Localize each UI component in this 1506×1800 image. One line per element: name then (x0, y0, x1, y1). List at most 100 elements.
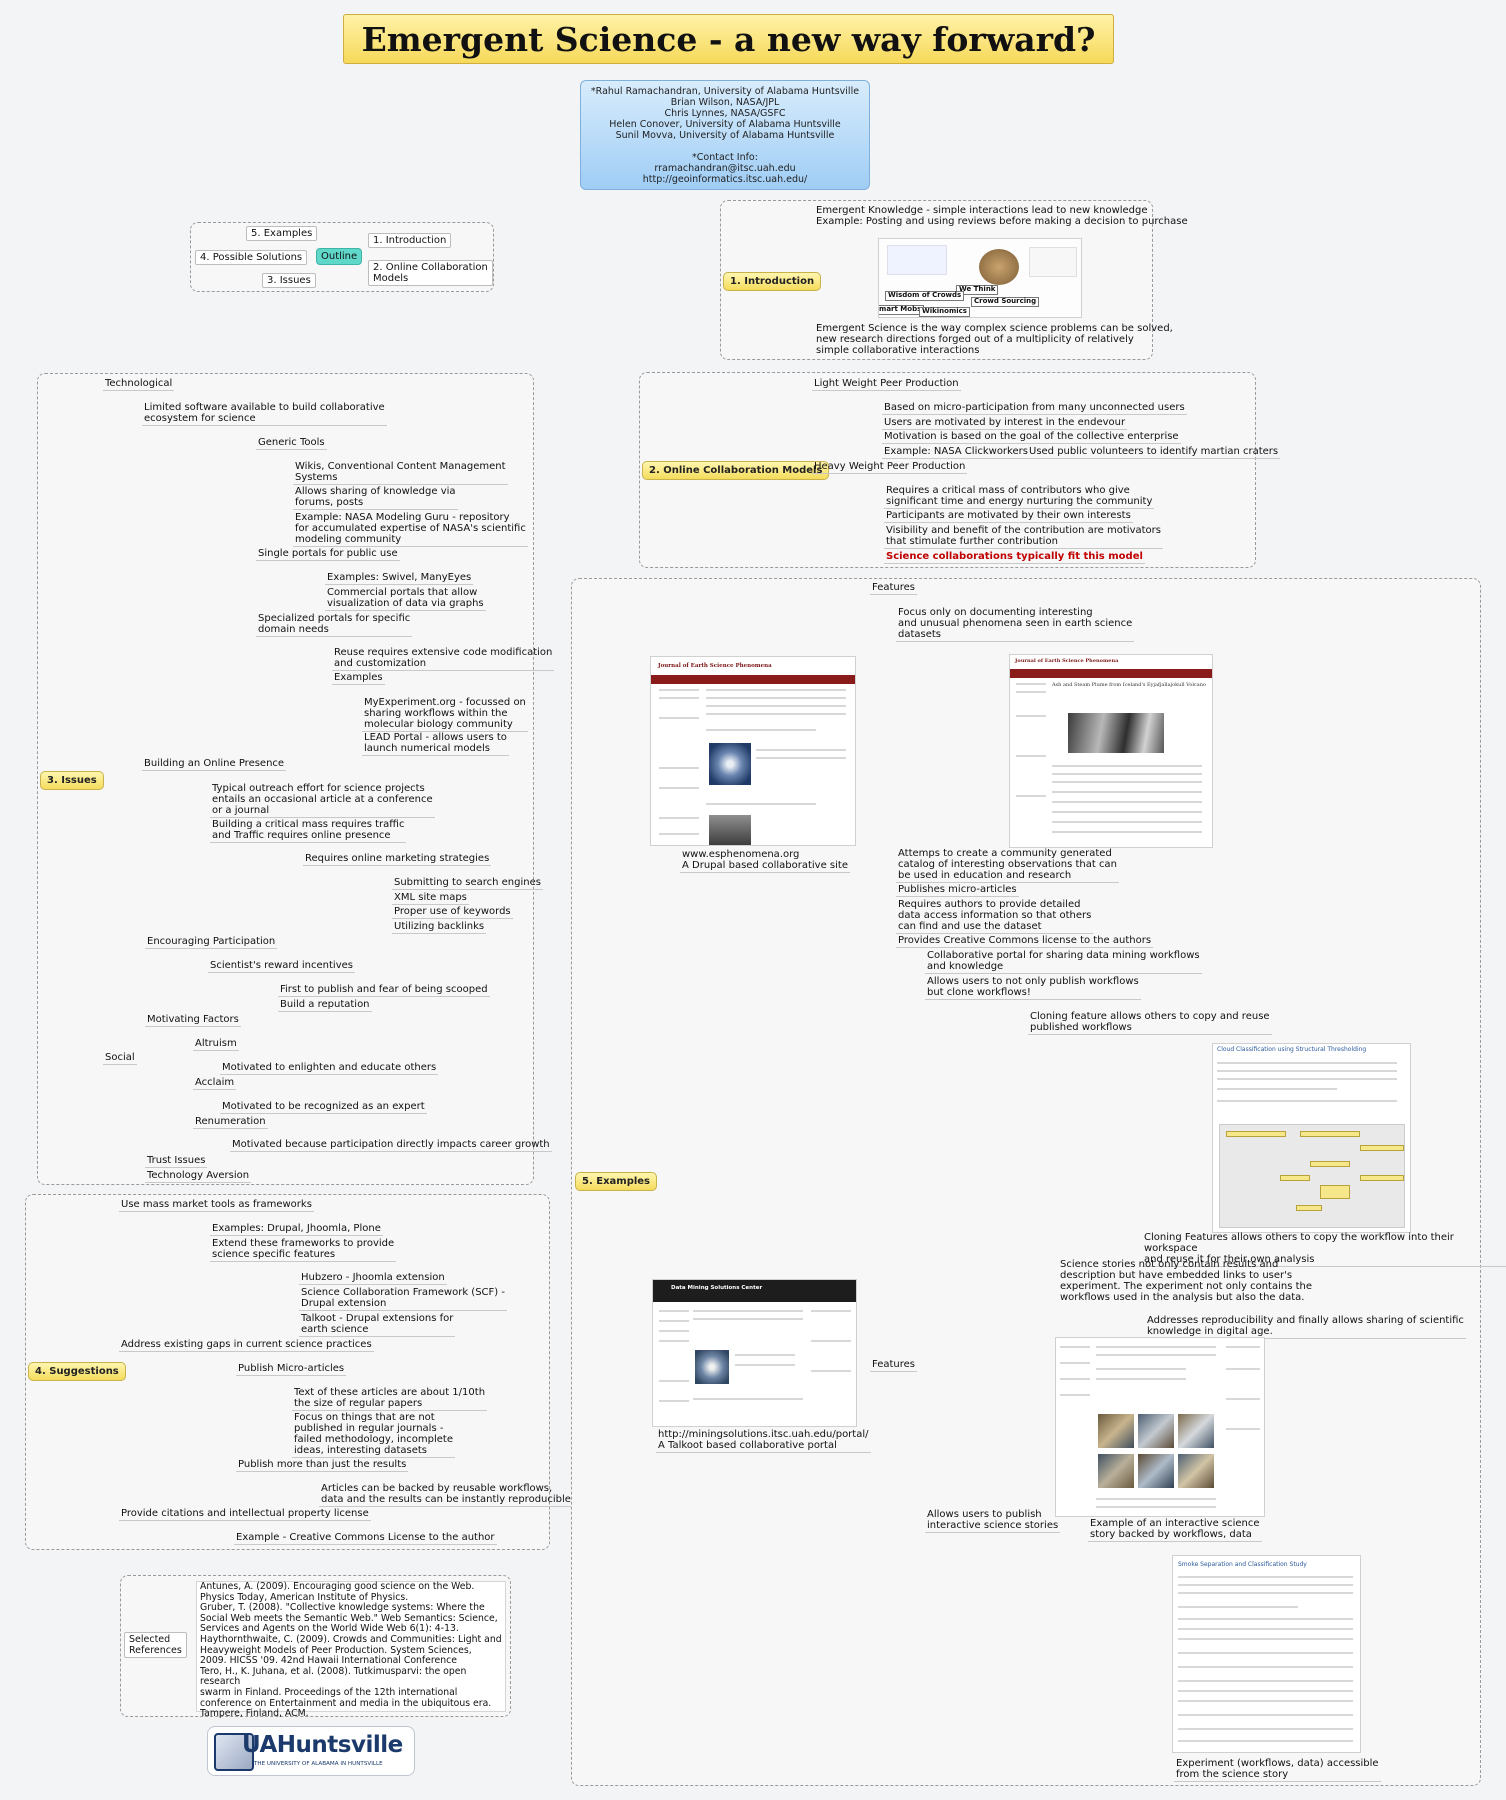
f2-item-1: Collaborative portal for sharing data mi… (925, 950, 1202, 974)
motivating-altruism: Altruism (193, 1038, 239, 1051)
focus-phenomena: Focus only on documenting interesting an… (896, 607, 1135, 642)
single-item-1: Examples: Swivel, ManyEyes (325, 572, 474, 585)
outline-center[interactable]: Outline (316, 248, 363, 265)
science-story-screenshot (1055, 1337, 1265, 1517)
social-motivating: Motivating Factors (145, 1014, 241, 1027)
hurricane-thumbnail (709, 743, 751, 785)
heavy-weight-peer-production: Heavy Weight Peer Production (812, 461, 968, 474)
light-weight-peer-production: Light Weight Peer Production (812, 378, 961, 391)
uah-logo: UAHuntsville THE UNIVERSITY OF ALABAMA I… (207, 1726, 415, 1776)
f1-item-3: Requires authors to provide detailed dat… (896, 899, 1094, 934)
reproducibility: Addresses reproducibility and finally al… (1145, 1315, 1466, 1339)
extension-3: Talkoot - Drupal extensions for earth sc… (299, 1313, 456, 1337)
outline-item-examples[interactable]: 5. Examples (246, 226, 318, 241)
reward-item-1: First to publish and fear of being scoop… (278, 984, 490, 997)
issue-limited-software: Limited software available to build coll… (142, 402, 387, 426)
heavy-item-1: Requires a critical mass of contributors… (884, 485, 1155, 509)
logo-emblem (214, 1733, 254, 1771)
volcano-article-screenshot: Journal of Earth Science Phenomena Ash a… (1009, 654, 1213, 848)
reward-item-2: Build a reputation (278, 999, 372, 1012)
acclaim-item: Motivated to be recognized as an expert (220, 1101, 427, 1114)
citations-item: Example - Creative Commons License to th… (234, 1532, 497, 1545)
references-text: Antunes, A. (2009). Encouraging good sci… (196, 1581, 506, 1719)
cloud-classification-screenshot: Cloud Classification using Structural Th… (1212, 1043, 1411, 1233)
cloning-caption: Cloning Features allows others to copy t… (1142, 1232, 1506, 1267)
author-5: Sunil Movva, University of Alabama Hunts… (615, 130, 835, 141)
hamster-image (979, 249, 1019, 285)
topic-suggestions[interactable]: 4. Suggestions (28, 1362, 126, 1381)
generic-item-2: Allows sharing of knowledge via forums, … (293, 486, 458, 510)
heavy-item-3: Visibility and benefit of the contributi… (884, 525, 1163, 549)
online-item-2: Building a critical mass requires traffi… (210, 819, 407, 843)
suggest-mass-market: Use mass market tools as frameworks (119, 1199, 314, 1212)
author-4: Helen Conover, University of Alabama Hun… (609, 119, 841, 130)
f1-item-2: Publishes micro-articles (896, 884, 1019, 897)
label-crowd-sourcing: Crowd Sourcing (971, 297, 1040, 307)
author-1: *Rahul Ramachandran, University of Alaba… (590, 86, 860, 97)
logo-subtitle: THE UNIVERSITY OF ALABAMA IN HUNTSVILLE (254, 1761, 383, 1767)
mining-solutions-caption[interactable]: http://miningsolutions.itsc.uah.edu/port… (656, 1429, 871, 1453)
logo-name: UAHuntsville (242, 1732, 403, 1758)
volcano-satellite-image (1068, 713, 1164, 753)
suggest-micro: Publish Micro-articles (236, 1363, 347, 1376)
issue-specialized-portals: Specialized portals for specific domain … (256, 613, 413, 637)
experiment-caption: Experiment (workflows, data) accessible … (1174, 1758, 1381, 1782)
volcano-thumbnail (709, 815, 751, 845)
references-label: Selected References (124, 1632, 187, 1658)
topic-introduction[interactable]: 1. Introduction (723, 272, 822, 291)
altruism-item: Motivated to enlighten and educate other… (220, 1062, 439, 1075)
mining-header: Data Mining Solutions Center (671, 1285, 763, 1291)
outline-item-models[interactable]: 2. Online Collaboration Models (368, 260, 493, 286)
issue-technological: Technological (103, 378, 175, 391)
contact-email[interactable]: rramachandran@itsc.uah.edu (654, 163, 796, 174)
issues-box (37, 373, 534, 1185)
issue-generic-tools: Generic Tools (256, 437, 327, 450)
label-we-think: We Think (956, 285, 999, 295)
topic-online-collaboration-models[interactable]: 2. Online Collaboration Models (642, 461, 830, 480)
specialized-example-1: MyExperiment.org - focussed on sharing w… (362, 697, 528, 732)
mass-item-1: Examples: Drupal, Jhoomla, Plone (210, 1223, 383, 1236)
outline-item-solutions[interactable]: 4. Possible Solutions (195, 250, 308, 265)
authors-box: *Rahul Ramachandran, University of Alaba… (580, 80, 870, 190)
volcano-article-title: Ash and Steam Plume from Iceland's Eyjaf… (1052, 682, 1206, 688)
suggest-citations: Provide citations and intellectual prope… (119, 1508, 371, 1521)
generic-item-1: Wikis, Conventional Content Management S… (293, 461, 508, 485)
motivating-renumeration: Renumeration (193, 1116, 268, 1129)
light-item-4: Example: NASA Clickworkers (882, 446, 1030, 459)
wisdom-of-crowds-image: We Think Crowd Sourcing Wisdom of Crowds… (878, 238, 1082, 318)
mass-item-2: Extend these frameworks to provide scien… (210, 1238, 397, 1262)
outline-item-introduction[interactable]: 1. Introduction (368, 233, 452, 248)
poster-title-box: Emergent Science - a new way forward? (343, 14, 1114, 64)
generic-item-3: Example: NASA Modeling Guru - repository… (293, 512, 528, 547)
marketing-item-3: Proper use of keywords (392, 906, 513, 919)
light-example-detail: Used public volunteers to identify marti… (1027, 446, 1281, 459)
marketing-item-2: XML site maps (392, 892, 469, 905)
extension-2: Science Collaboration Framework (SCF) - … (299, 1287, 507, 1311)
topic-examples[interactable]: 5. Examples (575, 1172, 658, 1191)
social-reward: Scientist's reward incentives (208, 960, 355, 973)
marketing-item-4: Utilizing backlinks (392, 921, 487, 934)
label-smart-mobs: Smart Mobs (879, 305, 925, 315)
cloud-classification-title: Cloud Classification using Structural Th… (1217, 1046, 1367, 1053)
features-2: Features (870, 1359, 917, 1372)
journal-header-2: Journal of Earth Science Phenomena (1015, 658, 1119, 664)
single-item-2: Commercial portals that allow visualizat… (325, 587, 486, 611)
features-1: Features (870, 582, 917, 595)
online-item-1: Typical outreach effort for science proj… (210, 783, 435, 818)
suggest-more: Publish more than just the results (236, 1459, 409, 1472)
f1-item-1: Attemps to create a community generated … (896, 848, 1119, 883)
suggest-gaps: Address existing gaps in current science… (119, 1339, 374, 1352)
social-aversion: Technology Aversion (145, 1170, 252, 1183)
specialized-item-1: Reuse requires extensive code modificati… (332, 647, 555, 671)
esphenomena-screenshot: Journal of Earth Science Phenomena (650, 656, 856, 846)
outline-item-issues[interactable]: 3. Issues (262, 273, 316, 288)
marketing-item-1: Submitting to search engines (392, 877, 543, 890)
workflow-diagram (1219, 1124, 1405, 1228)
motivating-acclaim: Acclaim (193, 1077, 237, 1090)
issue-marketing: Requires online marketing strategies (303, 853, 492, 866)
contact-url[interactable]: http://geoinformatics.itsc.uah.edu/ (642, 174, 808, 185)
esphenomena-caption[interactable]: www.esphenomena.org A Drupal based colla… (680, 849, 850, 873)
topic-issues[interactable]: 3. Issues (40, 771, 104, 790)
mining-solutions-screenshot: Data Mining Solutions Center (652, 1279, 857, 1427)
specialized-example-2: LEAD Portal - allows users to launch num… (362, 732, 509, 756)
